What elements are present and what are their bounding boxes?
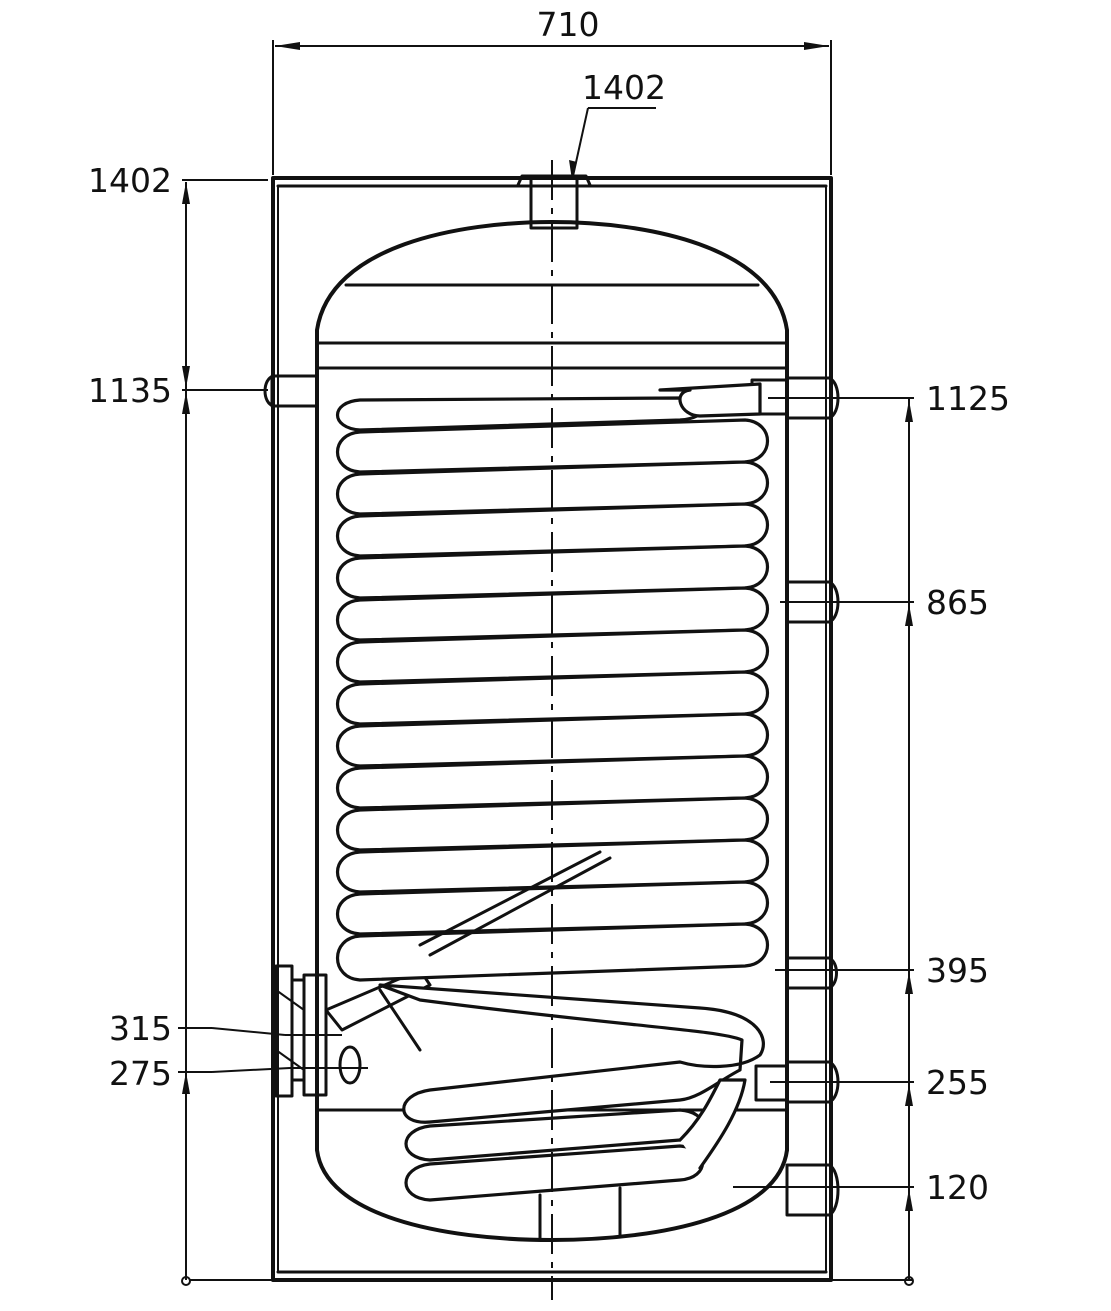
heat-exchanger-coil [335, 382, 770, 1202]
right-port-395 [785, 956, 838, 990]
dimension-label-255: 255 [926, 1063, 989, 1102]
arrowhead-left-icon [275, 42, 300, 50]
top-outlet-callout: 1402 [569, 68, 666, 180]
dimension-label-1125: 1125 [926, 379, 1010, 418]
dimension-label-120: 120 [926, 1168, 989, 1207]
dimension-origin-dot-icon [904, 1276, 914, 1286]
left-dimension-chain: 1402 1135 315 275 [88, 161, 368, 1286]
right-port-120 [785, 1163, 840, 1217]
dimension-origin-dot-icon [181, 1276, 191, 1286]
width-dimension: 710 [272, 5, 832, 175]
inspection-flange [274, 964, 432, 1098]
right-port-255 [754, 1060, 840, 1104]
dimension-label-865: 865 [926, 583, 989, 622]
leader-arrow-icon [569, 160, 577, 180]
dimension-label-1135: 1135 [88, 371, 172, 410]
dimension-label-275: 275 [109, 1054, 172, 1093]
arrowhead-right-icon [804, 42, 829, 50]
width-label: 710 [537, 5, 600, 44]
right-port-865 [785, 580, 840, 624]
dimension-label-395: 395 [926, 951, 989, 990]
top-outlet-label: 1402 [582, 68, 666, 107]
pipe-connections [263, 374, 840, 1217]
dimension-label-1402: 1402 [88, 161, 172, 200]
dimension-label-315: 315 [109, 1009, 172, 1048]
right-dimension-chain: 1125 865 395 255 120 [733, 379, 1010, 1286]
left-port-1135 [263, 374, 319, 408]
